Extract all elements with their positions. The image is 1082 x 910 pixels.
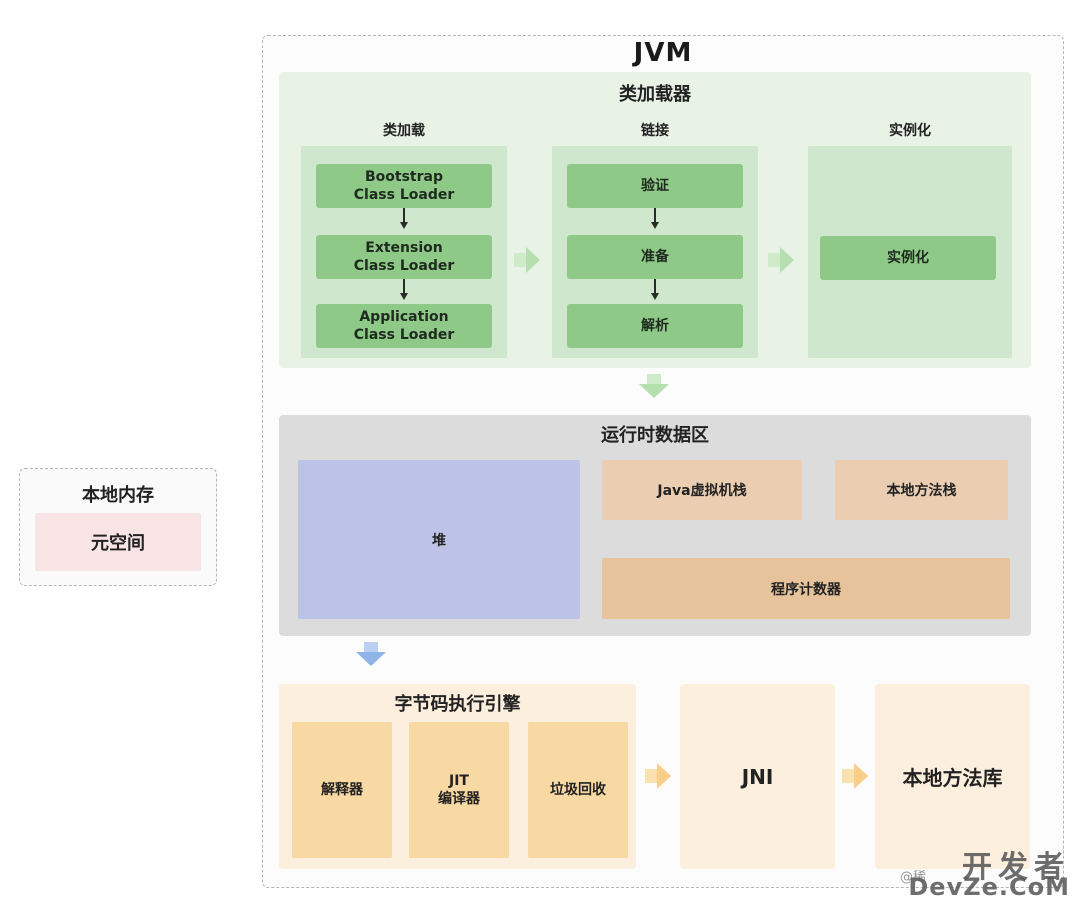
resolve-box: 解析 (567, 304, 743, 348)
init-column: 实例化 (808, 146, 1012, 358)
arrow-line (654, 279, 656, 293)
class-loader-section: 类加载器 类加载 Bootstrap Class Loader Extensio… (279, 72, 1031, 368)
jit-line2: 编译器 (438, 791, 480, 807)
native-library-box: 本地方法库 (875, 684, 1030, 869)
flow-right-arrow-icon (780, 247, 794, 273)
class-loader-title: 类加载器 (619, 84, 691, 105)
arrow-down-icon (651, 293, 659, 300)
init-box: 实例化 (820, 236, 996, 280)
linking-label: 链接 (641, 123, 669, 139)
flow-down-arrow-icon (356, 652, 386, 666)
native-stack-box: 本地方法栈 (835, 460, 1008, 520)
flow-arrow-stem (645, 769, 657, 783)
verify-box: 验证 (567, 164, 743, 208)
init-label: 实例化 (889, 123, 931, 139)
application-loader-box: Application Class Loader (316, 304, 492, 348)
execution-engine-section: 字节码执行引擎 解释器 JIT 编译器 垃圾回收 (279, 684, 636, 869)
arrow-line (654, 208, 656, 222)
arrow-down-icon (400, 293, 408, 300)
watermark-line2: DevZe.CoM (908, 873, 1070, 901)
engine-title: 字节码执行引擎 (394, 694, 521, 715)
runtime-title: 运行时数据区 (601, 425, 709, 446)
heap-box: 堆 (298, 460, 580, 619)
extension-line2: Class Loader (353, 258, 455, 274)
program-counter-box: 程序计数器 (602, 558, 1010, 619)
metaspace-box: 元空间 (35, 513, 201, 571)
bootstrap-line2: Class Loader (353, 187, 455, 203)
jni-box: JNI (680, 684, 835, 869)
loading-label: 类加载 (383, 123, 425, 139)
runtime-data-area: 运行时数据区 堆 Java虚拟机栈 本地方法栈 程序计数器 (279, 415, 1031, 636)
application-line1: Application (359, 309, 449, 325)
prepare-box: 准备 (567, 235, 743, 279)
bootstrap-line1: Bootstrap (365, 169, 443, 185)
flow-arrow-stem (514, 253, 526, 267)
arrow-line (403, 279, 405, 293)
flow-arrow-stem (842, 769, 854, 783)
flow-right-arrow-icon (854, 763, 868, 789)
extension-line1: Extension (365, 240, 443, 256)
interpreter-box: 解释器 (292, 722, 392, 858)
extension-loader-box: Extension Class Loader (316, 235, 492, 279)
flow-right-arrow-icon (526, 247, 540, 273)
jit-line1: JIT (449, 773, 469, 789)
linking-column: 验证 准备 解析 (552, 146, 758, 358)
watermark-author: @稀 (900, 870, 927, 885)
flow-right-arrow-icon (657, 763, 671, 789)
arrow-down-icon (651, 222, 659, 229)
flow-arrow-stem (364, 642, 378, 652)
application-line2: Class Loader (353, 327, 455, 343)
flow-arrow-stem (647, 374, 661, 384)
jit-compiler-box: JIT 编译器 (409, 722, 509, 858)
arrow-line (403, 208, 405, 222)
flow-down-arrow-icon (639, 384, 669, 398)
local-memory-title: 本地内存 (82, 485, 154, 506)
loading-column: Bootstrap Class Loader Extension Class L… (301, 146, 507, 358)
flow-arrow-stem (768, 253, 780, 267)
jvm-stack-box: Java虚拟机栈 (602, 460, 802, 520)
local-memory-box: 本地内存 元空间 (19, 468, 217, 586)
arrow-down-icon (400, 222, 408, 229)
bootstrap-loader-box: Bootstrap Class Loader (316, 164, 492, 208)
watermark-line1: 开发者 (962, 850, 1070, 885)
jvm-title: JVM (633, 38, 693, 68)
gc-box: 垃圾回收 (528, 722, 628, 858)
